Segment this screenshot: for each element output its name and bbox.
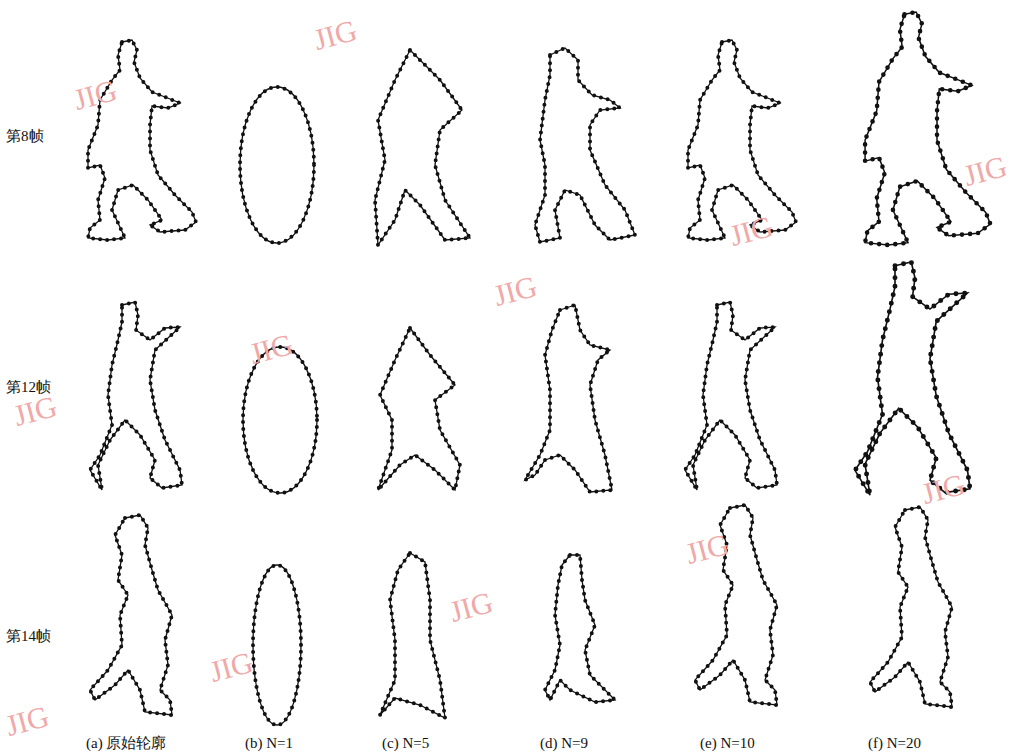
watermark: JIG xyxy=(12,397,59,426)
row-label: 第14帧 xyxy=(6,627,51,645)
watermark: JIG xyxy=(684,535,731,564)
watermark: JIG xyxy=(920,475,967,504)
row-label: 第12帧 xyxy=(6,378,51,396)
watermark: JIG xyxy=(208,653,255,682)
panel-caption: (c) N=5 xyxy=(382,734,429,752)
panel-caption: (b) N=1 xyxy=(245,734,293,752)
panel-caption: (f) N=20 xyxy=(868,734,921,752)
watermark: JIG xyxy=(448,593,495,622)
watermark: JIG xyxy=(728,217,775,246)
panel-caption: (e) N=10 xyxy=(700,734,755,752)
row-label: 第8帧 xyxy=(6,127,44,145)
panel-caption: (a) 原始轮廓 xyxy=(86,734,166,752)
watermark: JIG xyxy=(4,707,51,736)
watermark: JIG xyxy=(248,335,295,364)
panel-caption: (d) N=9 xyxy=(540,734,588,752)
watermark: JIG xyxy=(312,21,359,50)
watermark: JIG xyxy=(72,81,119,110)
watermark: JIG xyxy=(492,277,539,306)
watermark: JIG xyxy=(962,157,1009,186)
